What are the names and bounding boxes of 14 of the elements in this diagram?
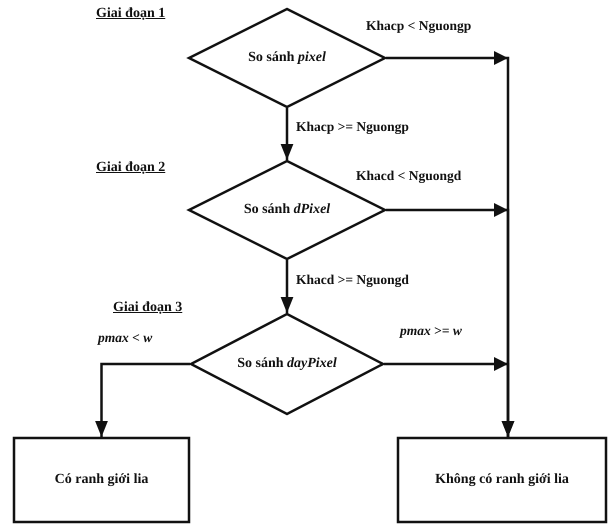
decision-label: So sánh dPixel bbox=[244, 202, 330, 218]
edge-label: Khacp >= Nguongp bbox=[296, 119, 409, 135]
edge-label: Khacd >= Nguongd bbox=[296, 272, 409, 288]
edge-label: pmax < w bbox=[98, 330, 152, 346]
edge-label: Khacp < Nguongp bbox=[366, 18, 472, 34]
stage-heading: Giai đoạn 1 bbox=[96, 6, 166, 22]
edge-label: Khacd < Nguongd bbox=[356, 168, 462, 184]
process-label: Không có ranh giới lia bbox=[435, 472, 569, 488]
process-label: Có ranh giới lia bbox=[54, 472, 148, 488]
decision-label: So sánh dayPixel bbox=[237, 356, 337, 372]
decision-label: So sánh pixel bbox=[248, 50, 326, 66]
stage-heading: Giai đoạn 2 bbox=[96, 160, 166, 176]
edge-label: pmax >= w bbox=[400, 323, 462, 339]
stage-heading: Giai đoạn 3 bbox=[113, 300, 182, 316]
